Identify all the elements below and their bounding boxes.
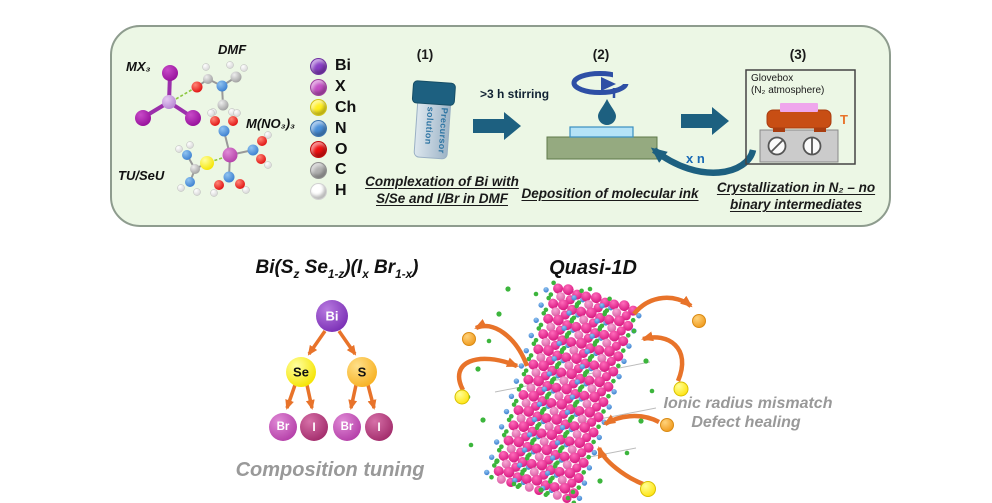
composition-tree: Bi Se S Br I Br I (269, 300, 393, 441)
ch-color-dot (310, 99, 327, 117)
temp-label: T (840, 112, 848, 127)
tree-node-i (300, 413, 328, 441)
quasi-1d-label: Quasi-1D (549, 257, 637, 279)
tree-node-br (269, 413, 297, 441)
defect-healing-label: Defect healing (691, 414, 801, 431)
molecule-dmf (191, 61, 248, 116)
spin-coater-icon (571, 70, 634, 98)
legend-item-h: H (310, 181, 380, 202)
tree-node-br-label: Br (341, 421, 354, 433)
tree-node-s (347, 357, 377, 387)
c-color-dot (310, 161, 327, 179)
tree-node-se-label: Se (293, 365, 309, 380)
bi-color-dot (310, 57, 327, 75)
ion-sphere-yellow (640, 481, 656, 497)
glovebox-title: Glovebox (751, 73, 794, 84)
caption-line: Deposition of molecular ink (521, 186, 699, 201)
repeat-label: x n (686, 151, 705, 166)
ink-droplet-icon (598, 99, 616, 125)
step-1-header: (1) (416, 47, 434, 62)
caption-line: Crystallization in N₂ – no (716, 180, 876, 195)
o-color-dot (310, 141, 327, 159)
crystal-structure (465, 277, 657, 503)
legend-label: Ch (335, 98, 357, 116)
molecule-mx3 (135, 65, 201, 126)
step-1-caption: Complexation of Bi with S/Se and I/Br in… (365, 174, 519, 207)
legend-label: H (335, 182, 347, 200)
x-color-dot (310, 78, 327, 96)
tree-node-i (365, 413, 393, 441)
step-3-header: (3) (789, 47, 807, 62)
chuck (546, 136, 658, 160)
tree-node-bi (316, 300, 348, 332)
n-color-dot (310, 120, 327, 138)
ionic-radius-mismatch-label: Ionic radius mismatch (663, 395, 833, 412)
glovebox (745, 69, 856, 165)
substrate (569, 126, 634, 138)
hotplate-surface (766, 109, 832, 129)
label-dmf: DMF (218, 42, 247, 57)
ion-sphere-yellow (454, 389, 470, 405)
step-3-caption: Crystallization in N₂ – no binary interm… (717, 180, 875, 213)
legend: Bi X Ch N O C H (310, 56, 380, 202)
caption-line: binary intermediates (729, 197, 863, 212)
caption-line: Complexation of Bi with (365, 174, 519, 189)
legend-label: X (335, 78, 346, 96)
tree-node-br (333, 413, 361, 441)
tree-node-i-label: I (377, 420, 380, 434)
legend-label: Bi (335, 57, 351, 75)
legend-item-c: C (310, 160, 380, 181)
step-2-header: (2) (592, 47, 610, 62)
legend-item-x: X (310, 77, 380, 98)
tree-node-se (286, 357, 316, 387)
hotplate (759, 103, 839, 163)
ion-sphere-orange (692, 314, 706, 328)
vial-cap (411, 80, 456, 106)
sample-film (780, 103, 818, 112)
tree-node-bi-label: Bi (326, 309, 339, 324)
tree-node-s-label: S (358, 365, 367, 380)
formula-title: Bi(Sz Se1-z)(Ix Br1-x) (255, 257, 419, 281)
legend-label: N (335, 119, 347, 137)
caption-line: S/Se and I/Br in DMF (375, 191, 508, 206)
molecule-mno3-tu (175, 109, 272, 197)
tree-node-i-label: I (312, 420, 315, 434)
legend-item-bi: Bi (310, 56, 380, 77)
label-mx3: MX₃ (126, 59, 151, 74)
vial (411, 80, 456, 160)
ion-spheres (454, 314, 706, 497)
composition-tuning-label: Composition tuning (235, 459, 425, 481)
legend-label: C (335, 161, 347, 179)
stir-arrow (473, 112, 521, 140)
interstitial-dots (465, 286, 655, 501)
legend-label: O (335, 140, 348, 158)
ion-sphere-orange (660, 418, 674, 432)
stir-label: >3 h stirring (480, 87, 550, 101)
legend-item-o: O (310, 139, 380, 160)
legend-item-n: N (310, 118, 380, 139)
ion-exchange-arrows (456, 295, 693, 487)
deposit-arrow (681, 107, 729, 135)
glovebox-subtitle: (N₂ atmosphere) (751, 85, 825, 96)
label-tu-seu: TU/SeU (118, 168, 165, 183)
step-2-caption: Deposition of molecular ink (521, 186, 698, 202)
label-mno3: M(NO₃)₃ (246, 116, 296, 131)
h-color-dot (310, 182, 327, 200)
repeat-arrow (650, 147, 757, 176)
tree-node-br-label: Br (277, 421, 290, 433)
ion-sphere-yellow (673, 381, 689, 397)
vial-label: Precursor solution (423, 106, 450, 155)
legend-item-ch: Ch (310, 98, 380, 119)
ion-sphere-orange (462, 332, 476, 346)
